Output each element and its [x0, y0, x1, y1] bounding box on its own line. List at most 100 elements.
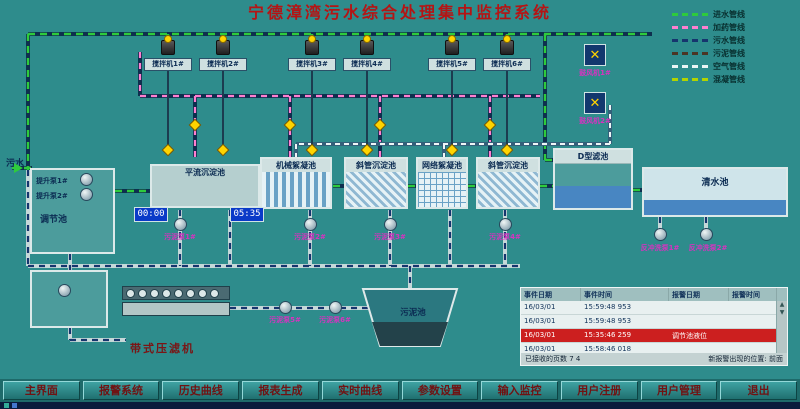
roller-icon — [150, 288, 159, 298]
motor-icon — [161, 35, 175, 55]
tube-pattern — [478, 172, 538, 207]
pipe-legend: 进水管线 加药管线 污水管线 污泥管线 空气管线 混凝管线 — [672, 8, 794, 86]
nav-button-user-register[interactable]: 用户注册 — [560, 381, 638, 400]
alarm-row-active[interactable]: 16/03/01 15:35:46 259 调节池液位 — [521, 329, 787, 343]
legend-line-swatch — [672, 78, 708, 81]
alarm-cell — [669, 315, 729, 328]
taskbar-icon[interactable] — [12, 403, 17, 408]
motor-icon — [360, 35, 374, 55]
alarm-cell — [729, 329, 777, 342]
sludge-pump-icon[interactable] — [304, 218, 317, 231]
belt-press-label: 带式压滤机 — [130, 342, 195, 355]
inclined-sed-tank-2: 斜管沉淀池 — [476, 157, 540, 209]
sludge-pump-label: 污泥泵3# — [374, 233, 406, 241]
d-filter-tank: D型滤池 — [553, 148, 633, 210]
legend-line-swatch — [672, 26, 708, 29]
regulating-tank-label: 调节池 — [40, 215, 68, 225]
roller-icon — [210, 288, 219, 298]
mixer-unit[interactable]: 搅拌机6# — [483, 35, 531, 71]
press-body — [122, 302, 230, 316]
sludge-pump-icon[interactable] — [329, 301, 342, 314]
nav-button-realtime-curve[interactable]: 实时曲线 — [321, 381, 399, 400]
legend-label: 污泥管线 — [713, 49, 745, 58]
sludge-pump-label: 污泥泵5# — [269, 316, 301, 324]
alarm-scrollbar[interactable]: ▲▼ — [776, 301, 787, 353]
sludge-pump-icon[interactable] — [279, 301, 292, 314]
legend-line-swatch — [672, 52, 708, 55]
belt-press-machine[interactable] — [122, 286, 230, 316]
roller-icon — [186, 288, 195, 298]
mixer-unit[interactable]: 搅拌机4# — [343, 35, 391, 71]
alarm-col-header: 报警时间 — [729, 288, 777, 301]
sludge-pump-icon[interactable] — [499, 218, 512, 231]
mixer-label: 搅拌机1# — [144, 58, 192, 71]
sludge-pump-label: 污泥泵1# — [164, 233, 196, 241]
legend-item: 混凝管线 — [672, 73, 794, 86]
mixer-label: 搅拌机6# — [483, 58, 531, 71]
alarm-table: 事件日期 事件时间 报警日期 报警时间 16/03/01 15:59:48 95… — [520, 287, 788, 366]
taskbar[interactable] — [0, 402, 800, 409]
sludge-pump-label: 污泥泵4# — [489, 233, 521, 241]
grid-floc-tank-label: 网络絮凝池 — [418, 159, 466, 173]
nav-button-main[interactable]: 主界面 — [3, 381, 80, 400]
blower-label: 鼓风机2# — [579, 117, 611, 125]
sludge-tank-shape — [361, 288, 459, 347]
nav-button-alarm-system[interactable]: 报警系统 — [82, 381, 160, 400]
lift-pump-icon[interactable] — [80, 173, 93, 186]
mixer-unit[interactable]: 搅拌机1# — [144, 35, 192, 71]
sludge-pump-icon[interactable] — [384, 218, 397, 231]
motor-icon — [216, 35, 230, 55]
lift-pump-label: 提升泵1# — [36, 177, 68, 185]
press-rollers — [122, 286, 230, 300]
d-filter-label: D型滤池 — [555, 150, 631, 164]
legend-line-swatch — [672, 39, 708, 42]
horizontal-sed-tank-label: 平流沉淀池 — [185, 168, 225, 177]
motor-icon — [445, 35, 459, 55]
clear-water-tank: 清水池 — [642, 167, 788, 217]
legend-line-swatch — [672, 13, 708, 16]
thickener-pump-icon[interactable] — [58, 284, 71, 297]
alarm-cell — [729, 301, 777, 314]
left-lower-tank — [30, 270, 108, 328]
water-level — [644, 200, 786, 215]
taskbar-icon[interactable] — [4, 403, 9, 408]
backwash-pump-icon[interactable] — [700, 228, 713, 241]
blower-label: 鼓风机1# — [579, 69, 611, 77]
legend-item: 污水管线 — [672, 34, 794, 47]
tube-pattern — [346, 172, 406, 207]
nav-button-exit[interactable]: 退出 — [720, 381, 798, 400]
nav-button-user-manage[interactable]: 用户管理 — [640, 381, 718, 400]
alarm-row[interactable]: 16/03/01 15:59:48 953 — [521, 301, 787, 315]
blower-fan-icon[interactable]: ✕ — [584, 92, 606, 114]
alarm-row[interactable]: 16/03/01 15:59:48 953 — [521, 315, 787, 329]
valve-icons — [161, 118, 514, 157]
roller-icon — [198, 288, 207, 298]
roller-icon — [174, 288, 183, 298]
nav-button-report[interactable]: 报表生成 — [242, 381, 319, 400]
nav-button-input-monitor[interactable]: 输入监控 — [481, 381, 558, 400]
mixer-unit[interactable]: 搅拌机2# — [199, 35, 247, 71]
backwash-pump-icon[interactable] — [654, 228, 667, 241]
blower-fan-icon[interactable]: ✕ — [584, 44, 606, 66]
horizontal-sed-tank: 平流沉淀池 — [150, 164, 260, 208]
nav-button-parameters[interactable]: 参数设置 — [401, 381, 479, 400]
mixer-unit[interactable]: 搅拌机5# — [428, 35, 476, 71]
grid-pattern — [418, 172, 466, 207]
backwash-pump-label: 反冲洗泵1# — [640, 244, 680, 252]
paddle-pattern — [262, 172, 330, 207]
legend-item: 进水管线 — [672, 8, 794, 21]
backwash-pump-label: 反冲洗泵2# — [688, 244, 728, 252]
alarm-cell: 15:58:46 018 — [584, 345, 632, 353]
sludge-pump-icon[interactable] — [174, 218, 187, 231]
nav-button-history-curve[interactable]: 历史曲线 — [162, 381, 240, 400]
bottom-nav-bar: 主界面 报警系统 历史曲线 报表生成 实时曲线 参数设置 输入监控 用户注册 用… — [0, 379, 800, 402]
page-title: 宁德漳湾污水综合处理集中监控系统 — [247, 3, 552, 22]
motor-icon — [305, 35, 319, 55]
roller-icon — [126, 288, 135, 298]
mixer-label: 搅拌机3# — [288, 58, 336, 71]
sludge-pump-label: 污泥泵2# — [294, 233, 326, 241]
timer-display: 05:35 — [230, 207, 264, 222]
mixer-unit[interactable]: 搅拌机3# — [288, 35, 336, 71]
lift-pump-icon[interactable] — [80, 188, 93, 201]
mixer-label: 搅拌机4# — [343, 58, 391, 71]
